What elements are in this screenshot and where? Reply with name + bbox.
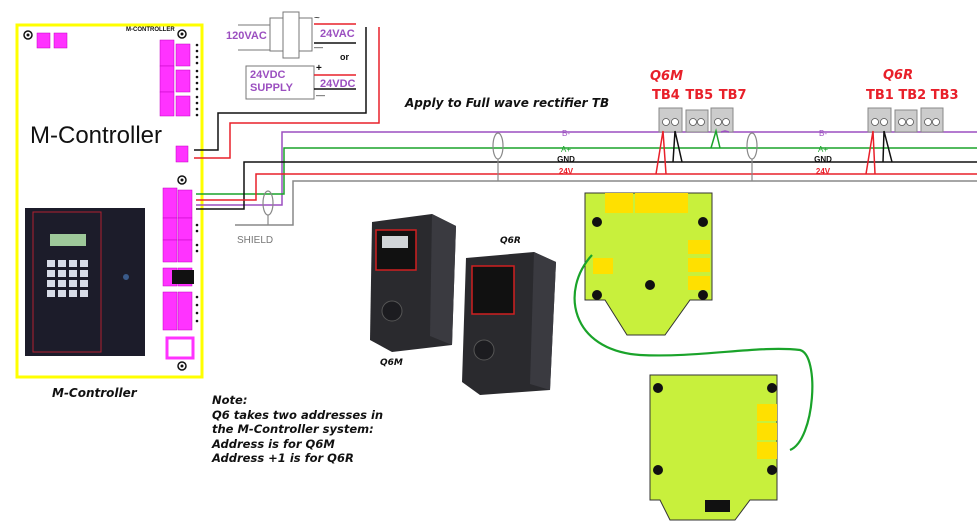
q6m-pcb: [584, 192, 713, 336]
transformer-icon: [238, 11, 313, 59]
controller-caption: M-Controller: [52, 386, 137, 400]
pin-dots: [195, 43, 199, 323]
ac-output-label: 24VAC: [320, 28, 355, 40]
dc-supply-box: [245, 65, 315, 100]
note-heading: Note:: [212, 393, 248, 407]
minus-symbol-dc: —: [316, 90, 325, 100]
board-label: M-CONTROLLER: [126, 27, 175, 33]
power-lead-red: [194, 27, 380, 159]
ac-symbol: ~: [314, 13, 320, 24]
plus-symbol: +: [316, 63, 322, 74]
wire-label-b-minus-2: B-: [819, 129, 827, 138]
address-note: Note: Q6 takes two addresses in the M-Co…: [212, 393, 383, 466]
q6r-caption: Q6R: [500, 236, 521, 246]
wire-a-plus: [196, 147, 977, 195]
wire-label-gnd-2: GND: [814, 155, 832, 164]
q6m-device-photo: [370, 214, 456, 352]
q6m-group-label: Q6M: [650, 69, 684, 84]
wire-shield: [235, 180, 977, 226]
wire-label-b-minus: B-: [562, 129, 570, 138]
note-line: the M-Controller system:: [212, 422, 374, 436]
q6r-group-label: Q6R: [883, 68, 914, 83]
wire-label-gnd: GND: [557, 155, 575, 164]
wire-label-24v-2: 24V: [816, 167, 831, 176]
black-connector: [172, 270, 194, 284]
power-lead-black: [194, 27, 367, 151]
wire-b-minus: [196, 131, 977, 206]
controller-photo: [25, 208, 145, 356]
input-voltage-label: 120VAC: [226, 30, 267, 42]
controller-title: M-Controller: [30, 122, 163, 149]
q6m-caption: Q6M: [380, 358, 403, 368]
connector-icon: [36, 32, 68, 49]
wire-gnd: [196, 161, 977, 210]
connector-stack: [159, 39, 195, 360]
dc-output-label: 24VDC: [320, 78, 356, 90]
q6r-device-photo: [462, 252, 556, 395]
wire-24v: [196, 173, 977, 201]
shield-label: SHIELD: [237, 235, 274, 246]
shield-loop-icon: [262, 132, 758, 225]
q6r-pcb: [649, 374, 778, 521]
note-line: Address is for Q6M: [212, 436, 335, 451]
q6r-terminal-labels: TB1 TB2 TB3: [866, 88, 959, 103]
ribbon-cable: [573, 254, 814, 452]
wire-label-a-plus-2: A+: [818, 145, 828, 154]
terminal-block-icon: [658, 107, 944, 133]
dc-supply-line2: SUPPLY: [250, 82, 294, 94]
minus-symbol: —: [314, 42, 323, 52]
dc-supply-label: 24VDC SUPPLY: [250, 69, 293, 95]
q6m-terminal-labels: TB4 TB5 TB7: [652, 88, 747, 103]
wire-label-a-plus: A+: [561, 145, 571, 154]
dc-supply-line1: 24VDC: [250, 69, 286, 81]
wire-label-24v: 24V: [559, 167, 574, 176]
note-line: Address +1 is for Q6R: [212, 451, 354, 465]
note-line: Q6 takes two addresses in: [212, 407, 384, 422]
mounting-hole-icon: [23, 29, 187, 371]
or-label: or: [340, 52, 349, 62]
apply-note: Apply to Full wave rectifier TB: [405, 96, 610, 110]
